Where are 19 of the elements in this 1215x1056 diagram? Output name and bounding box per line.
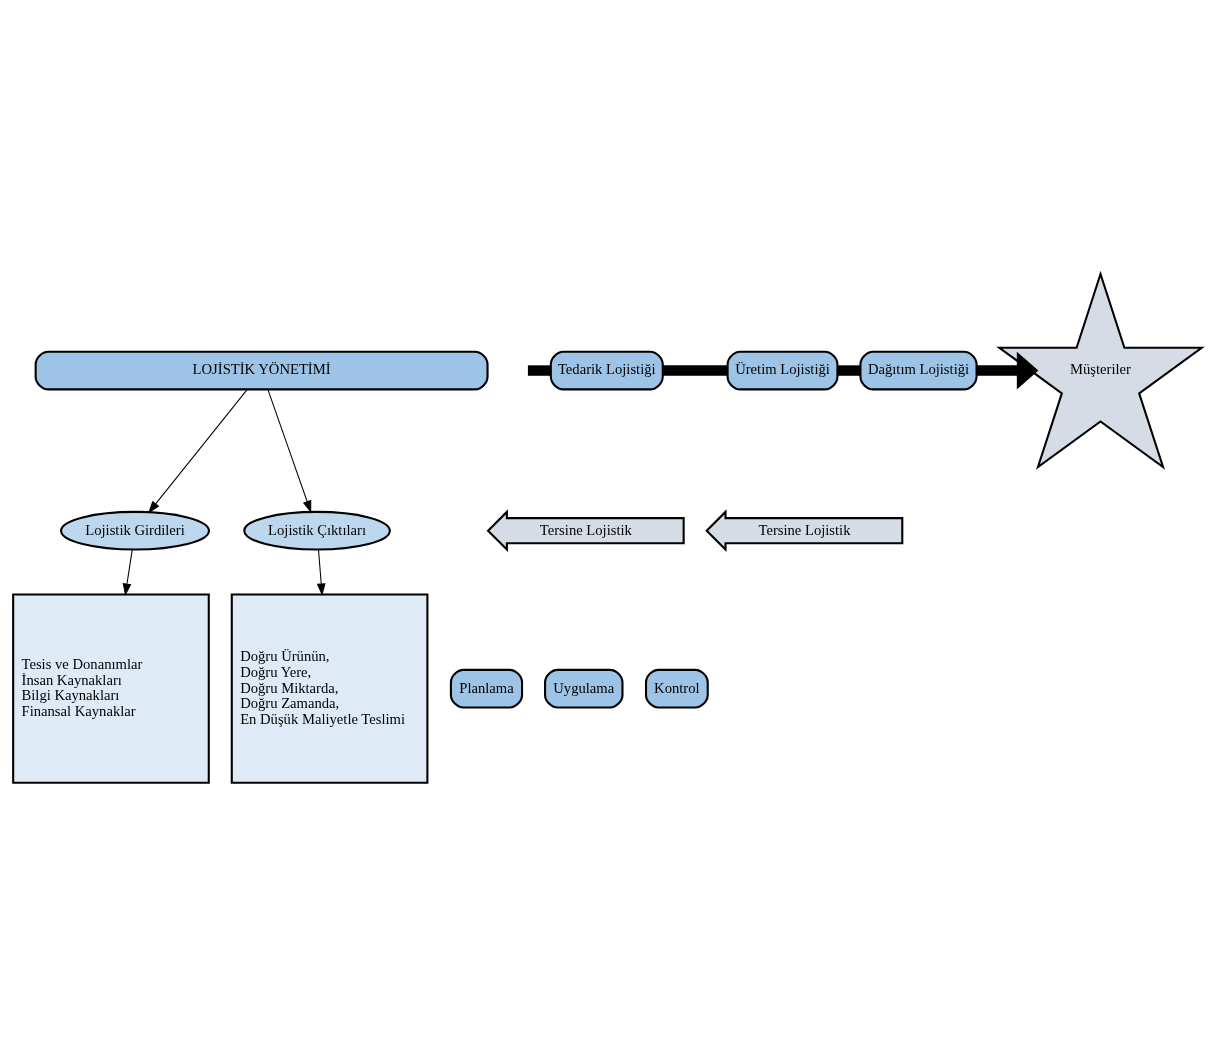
node-box: Kontrol — [644, 668, 709, 709]
node-box: Tedarik Lojistiği — [549, 350, 664, 390]
arrow — [148, 388, 248, 513]
connector — [527, 364, 551, 376]
node-box: Uygulama — [544, 668, 624, 709]
node-box: LOJİSTİK YÖNETİMİ — [34, 350, 489, 390]
node-box: Tesis ve Donanımlar İnsan Kaynakları Bilgi Kaynakları Finansal Kaynaklar — [12, 593, 210, 784]
connector — [837, 364, 861, 376]
node-box: Üretim Lojistiği — [726, 350, 839, 390]
arrow — [122, 548, 133, 596]
node-box: Dağıtım Lojistiği — [859, 350, 978, 390]
node-ellipse: Lojistik Girdileri — [60, 510, 210, 551]
node-box: Planlama — [449, 668, 524, 709]
arrow — [267, 388, 312, 513]
arrow — [316, 548, 326, 596]
connector — [663, 364, 728, 376]
node-box: Doğru Ürünün, Doğru Yere, Doğru Miktarda, Doğru Zamanda, En Düşük Maliyetle Teslimi — [230, 593, 429, 784]
node-ellipse: Lojistik Çıktıları — [243, 510, 391, 551]
arrow — [976, 351, 1039, 389]
